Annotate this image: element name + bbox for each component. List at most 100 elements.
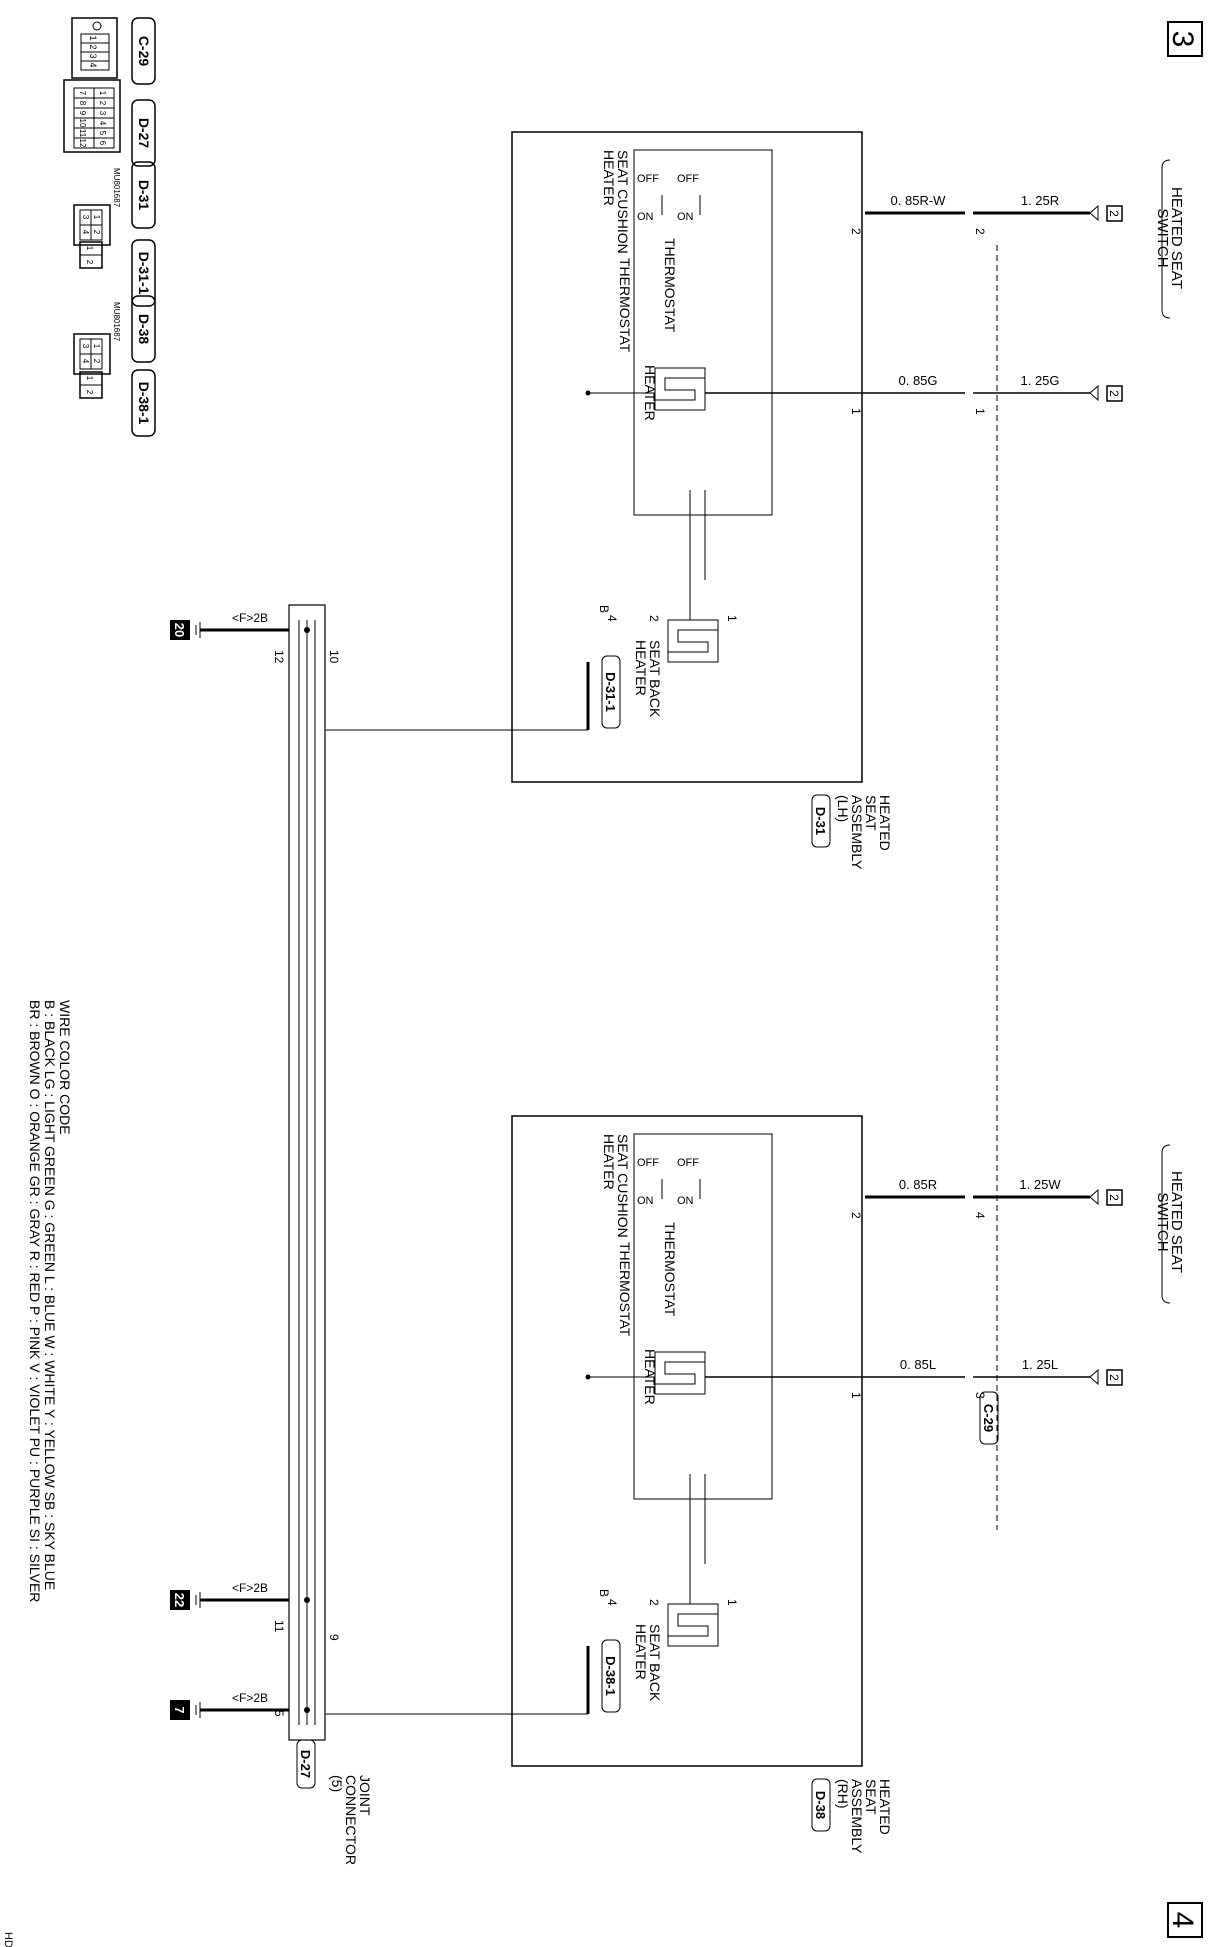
svg-text:1: 1 xyxy=(98,91,107,96)
svg-text:1: 1 xyxy=(849,408,863,415)
svg-text:9: 9 xyxy=(327,1634,341,1641)
svg-text:22: 22 xyxy=(172,1593,187,1607)
svg-text:1: 1 xyxy=(92,344,101,349)
svg-text:1: 1 xyxy=(85,246,94,251)
page-marker-box-right xyxy=(1167,1902,1203,1938)
lh-heated-seat-circuit: HEATED SEAT SWITCH 2 2 1. 25R 1. 25G 2 1… xyxy=(511,131,1185,1530)
svg-text:2: 2 xyxy=(849,228,863,235)
svg-text:5: 5 xyxy=(272,1710,286,1717)
svg-text:1: 1 xyxy=(849,1392,863,1399)
svg-text:CONNECTOR: CONNECTOR xyxy=(343,1775,359,1865)
svg-text:20: 20 xyxy=(172,623,187,637)
svg-text:1: 1 xyxy=(85,376,94,381)
footer-code: HDH15M348C xyxy=(2,1932,14,1947)
svg-text:12: 12 xyxy=(272,650,286,664)
connector-view-d27: D-27 1 2 3 4 5 6 7 8 9 10 11 12 xyxy=(63,79,156,167)
svg-text:4: 4 xyxy=(81,359,90,364)
svg-text:2: 2 xyxy=(647,615,661,622)
page-marker-left: 3 xyxy=(1166,31,1199,48)
svg-text:4: 4 xyxy=(605,1599,619,1606)
svg-text:9: 9 xyxy=(78,111,87,116)
svg-text:7: 7 xyxy=(78,91,87,96)
svg-text:1. 25R: 1. 25R xyxy=(1021,193,1059,208)
svg-text:0. 85R-W: 0. 85R-W xyxy=(891,193,947,208)
svg-text:OFF: OFF xyxy=(677,1157,699,1169)
wire-color-code: WIRE COLOR CODE B : BLACK LG : LIGHT GRE… xyxy=(27,1000,73,1602)
svg-text:THERMOSTAT: THERMOSTAT xyxy=(617,1242,633,1337)
svg-text:2: 2 xyxy=(647,1599,661,1606)
rh-seat-cushion-heater-box xyxy=(633,1133,773,1500)
svg-text:D-27: D-27 xyxy=(298,1750,313,1778)
svg-text:SEAT: SEAT xyxy=(863,795,879,831)
svg-text:1. 25G: 1. 25G xyxy=(1020,373,1059,388)
svg-text:2: 2 xyxy=(849,1212,863,1219)
svg-text:6: 6 xyxy=(98,141,107,146)
svg-text:D-31: D-31 xyxy=(136,180,152,211)
rh-seat-assembly-box xyxy=(511,1115,863,1767)
svg-text:<F>2B: <F>2B xyxy=(232,611,268,625)
svg-text:ASSEMBLY: ASSEMBLY xyxy=(849,795,865,870)
svg-text:1. 25L: 1. 25L xyxy=(1022,1357,1058,1372)
svg-text:ON: ON xyxy=(677,211,694,223)
svg-text:SEAT BACK: SEAT BACK xyxy=(647,1624,663,1702)
svg-text:3: 3 xyxy=(98,111,107,116)
svg-text:THERMOSTAT: THERMOSTAT xyxy=(662,1222,678,1317)
joint-connector: 10 9 12 11 5 <F>2B <F>2B <F>2B 20 22 7 J… xyxy=(170,604,588,1865)
svg-text:HEATER: HEATER xyxy=(601,150,617,206)
svg-text:10: 10 xyxy=(327,650,341,664)
svg-text:3: 3 xyxy=(81,344,90,349)
rh-heated-seat-circuit: HEATED SEAT SWITCH 2 2 1. 25W 1. 25L 4 3… xyxy=(511,1115,1185,1854)
page-marker-right: 4 xyxy=(1166,1912,1199,1929)
svg-text:D-31-1: D-31-1 xyxy=(136,252,152,295)
svg-text:JOINT: JOINT xyxy=(357,1775,373,1816)
svg-text:D-38: D-38 xyxy=(813,1791,828,1819)
svg-text:<F>2B: <F>2B xyxy=(232,1691,268,1705)
svg-text:2: 2 xyxy=(85,260,94,265)
svg-text:1: 1 xyxy=(92,215,101,220)
connector-views: C-29 1 2 3 4 D-27 1 2 3 xyxy=(63,17,156,437)
svg-text:2: 2 xyxy=(92,230,101,235)
svg-text:MU801687: MU801687 xyxy=(112,168,121,208)
svg-text:(5): (5) xyxy=(329,1775,345,1792)
svg-text:D-27: D-27 xyxy=(136,118,152,149)
svg-text:2: 2 xyxy=(1107,210,1121,217)
svg-text:MU801687: MU801687 xyxy=(112,302,121,342)
svg-text:D-38: D-38 xyxy=(136,314,152,345)
svg-text:11: 11 xyxy=(78,129,87,138)
svg-text:3: 3 xyxy=(88,53,98,58)
svg-text:BR : BROWN O : ORANGE GR :: BR : BROWN O : ORANGE GR : GRAY R : RED … xyxy=(27,1000,43,1602)
svg-text:1. 25W: 1. 25W xyxy=(1019,1177,1061,1192)
svg-text:D-38-1: D-38-1 xyxy=(136,382,152,425)
svg-text:3: 3 xyxy=(81,215,90,220)
connector-view-d31-1: D-31-1 1 2 xyxy=(79,239,156,307)
svg-text:D-31-1: D-31-1 xyxy=(603,672,618,712)
svg-text:7: 7 xyxy=(172,1706,187,1713)
svg-text:2: 2 xyxy=(88,44,98,49)
svg-text:SEAT BACK: SEAT BACK xyxy=(647,640,663,718)
svg-text:HEATER: HEATER xyxy=(633,640,649,696)
svg-text:HEATER: HEATER xyxy=(601,1134,617,1190)
svg-text:WIRE COLOR CODE: WIRE COLOR CODE xyxy=(57,1000,73,1135)
page-marker-box-left xyxy=(1167,21,1203,57)
svg-text:4: 4 xyxy=(81,230,90,235)
svg-text:0. 85R: 0. 85R xyxy=(899,1177,937,1192)
svg-text:2: 2 xyxy=(1107,1374,1121,1381)
svg-text:ASSEMBLY: ASSEMBLY xyxy=(849,1779,865,1854)
svg-text:HEATER: HEATER xyxy=(633,1624,649,1680)
connector-view-d31: D-31 MU801687 1 2 3 4 xyxy=(73,161,156,246)
svg-text:OFF: OFF xyxy=(677,173,699,185)
svg-text:THERMOSTAT: THERMOSTAT xyxy=(662,238,678,333)
svg-text:0. 85G: 0. 85G xyxy=(898,373,937,388)
svg-text:1: 1 xyxy=(725,615,739,622)
svg-text:2: 2 xyxy=(1107,1194,1121,1201)
svg-text:OFF: OFF xyxy=(637,1157,659,1169)
svg-text:C-29: C-29 xyxy=(981,1404,996,1432)
svg-text:11: 11 xyxy=(272,1620,286,1633)
lh-seat-cushion-heater-box xyxy=(633,149,773,516)
connector-view-d38: D-38 MU801687 1 2 3 4 xyxy=(73,295,156,375)
lh-switch-title: HEATED SEAT xyxy=(1168,187,1185,289)
svg-text:4: 4 xyxy=(88,62,98,67)
svg-text:ON: ON xyxy=(637,1195,654,1207)
svg-text:(LH): (LH) xyxy=(835,795,851,822)
